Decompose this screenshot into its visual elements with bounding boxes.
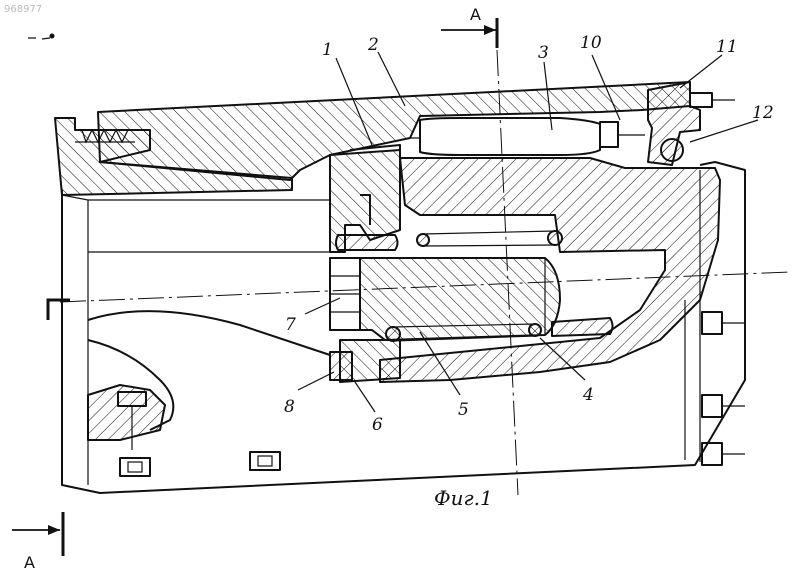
callout-10: 10 <box>580 33 602 53</box>
callout-7: 7 <box>285 315 296 335</box>
lower-spring-pin-left <box>386 327 400 341</box>
upper-spring-pin-left <box>417 234 429 246</box>
stray-dot <box>50 34 55 39</box>
callout-8: 8 <box>284 397 295 417</box>
bottom-screw-heads <box>120 452 280 476</box>
figure-caption: Фиг.1 <box>434 486 493 510</box>
seal-ring <box>661 139 683 161</box>
screw-part <box>330 352 352 380</box>
section-label-bottom: А <box>24 553 35 572</box>
upper-spring-bar <box>336 235 398 250</box>
stray-mark <box>28 38 50 39</box>
bolt-top-right <box>690 93 735 107</box>
section-marker-bottom: А <box>12 512 63 572</box>
bottom-bracket <box>88 385 165 440</box>
callout-5: 5 <box>458 400 469 420</box>
right-bolts <box>702 312 745 465</box>
lower-spring-bar <box>552 318 613 336</box>
callout-12: 12 <box>752 103 774 123</box>
callout-6: 6 <box>372 415 383 435</box>
bearing-roller <box>410 118 645 155</box>
axis-bracket-mark <box>48 300 70 320</box>
lower-spring-pin-right <box>529 324 541 336</box>
callout-2: 2 <box>367 35 379 55</box>
plate-stack <box>330 258 360 330</box>
spring-rod-top <box>423 231 555 234</box>
callout-4: 4 <box>582 385 594 405</box>
watermark-number: 968977 <box>4 4 42 15</box>
spring-rod-bottom <box>423 245 555 246</box>
callout-1: 1 <box>322 40 333 60</box>
section-label-top: А <box>470 5 481 24</box>
upper-spring-pin-right <box>548 231 562 245</box>
section-marker-top: А <box>441 5 497 48</box>
callout-11: 11 <box>716 37 738 57</box>
callout-3: 3 <box>538 43 549 63</box>
